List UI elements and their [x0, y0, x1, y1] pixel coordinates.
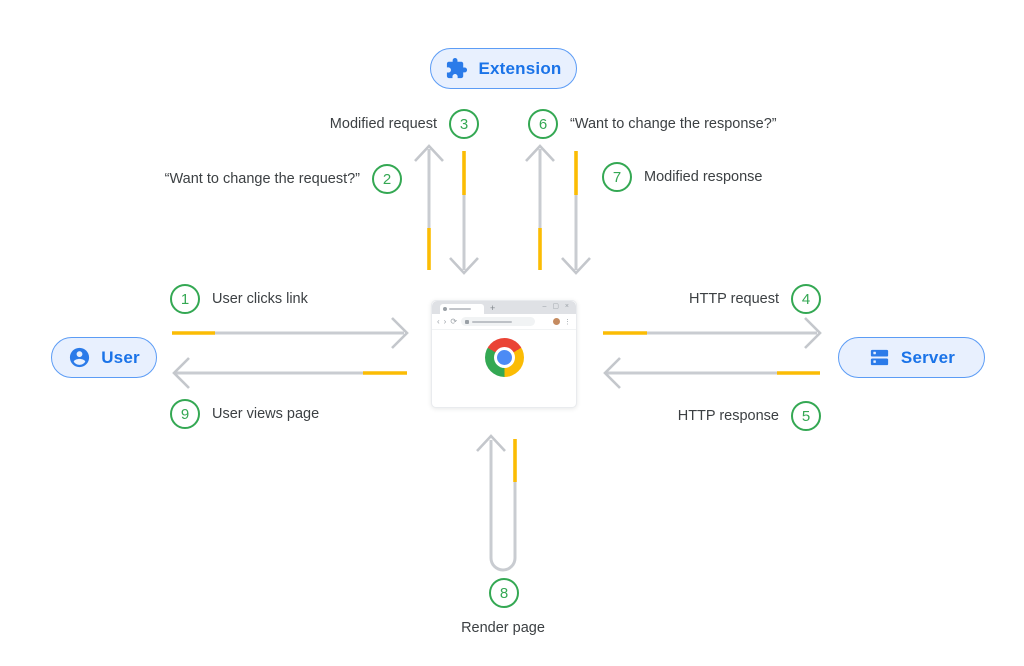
chrome-logo: [485, 338, 524, 377]
person-circle-icon: [70, 347, 90, 368]
tab-favicon: [443, 307, 447, 311]
browser-tab: [440, 304, 484, 314]
step-number-badge: 2: [372, 164, 402, 194]
chrome-browser-window: + – ▢ × ‹ › ⟳ ⋮: [431, 300, 577, 408]
step-label: Modified response: [644, 169, 763, 185]
user-pill: User: [51, 337, 157, 378]
arrow-render-page-uturn: [476, 434, 517, 572]
extension-pill-label: Extension: [478, 58, 562, 78]
step-want-change-response: 6 “Want to change the response?”: [528, 109, 777, 139]
lock-icon: [465, 319, 470, 324]
step-number-badge: 5: [791, 401, 821, 431]
tab-title-placeholder: [449, 308, 471, 310]
window-controls-icons: – ▢ ×: [542, 303, 571, 310]
step-render-page-badge: 8: [489, 578, 519, 608]
server-pill-label: Server: [900, 347, 956, 367]
step-http-request: HTTP request 4: [689, 284, 821, 314]
step-label: HTTP response: [677, 408, 779, 424]
step-label: “Want to change the request?”: [164, 171, 360, 187]
arrow-response-to-extension: [525, 144, 555, 270]
step-label: HTTP request: [689, 291, 779, 307]
step-number-badge: 7: [602, 162, 632, 192]
forward-icon: ›: [443, 317, 447, 326]
overflow-menu-icon: ⋮: [564, 318, 571, 326]
step-modified-response: 7 Modified response: [602, 162, 763, 192]
step-label: “Want to change the response?”: [570, 116, 777, 132]
url-text-placeholder: [472, 320, 513, 323]
arrow-browser-to-server: [603, 317, 822, 349]
refresh-icon: ⟳: [450, 317, 458, 326]
browser-address-bar: ‹ › ⟳ ⋮: [432, 314, 576, 330]
step-user-clicks-link: 1 User clicks link: [170, 284, 308, 314]
step-http-response: HTTP response 5: [678, 401, 821, 431]
step-render-page-label: Render page: [461, 620, 545, 636]
user-pill-label: User: [101, 347, 140, 367]
server-pill: Server: [838, 337, 985, 378]
step-modified-request: Modified request 3: [330, 109, 479, 139]
puzzle-icon: [447, 57, 468, 79]
step-number-badge: 6: [528, 109, 558, 139]
arrow-request-to-extension: [414, 144, 444, 270]
extension-pill: Extension: [430, 48, 577, 89]
step-number-badge: 1: [170, 284, 200, 314]
arrow-modified-request-to-browser: [449, 151, 479, 275]
step-number-badge: 8: [489, 578, 519, 608]
step-number-badge: 4: [791, 284, 821, 314]
step-user-views-page: 9 User views page: [170, 399, 319, 429]
back-icon: ‹: [437, 317, 440, 326]
step-label: User views page: [212, 406, 320, 422]
profile-avatar: [553, 318, 560, 325]
step-label: User clicks link: [212, 291, 308, 307]
arrow-user-to-browser: [172, 317, 409, 349]
new-tab-icon: +: [490, 303, 496, 313]
step-number-badge: 3: [449, 109, 479, 139]
url-field: [461, 317, 536, 326]
step-number-badge: 9: [170, 399, 200, 429]
arrow-browser-to-user: [172, 357, 407, 389]
step-want-change-request: “Want to change the request?” 2: [165, 164, 402, 194]
arrow-server-to-browser: [603, 357, 820, 389]
server-icon: [870, 349, 889, 366]
browser-tab-strip: + – ▢ ×: [432, 301, 576, 314]
step-label: Modified request: [329, 116, 437, 132]
chrome-logo-center: [497, 350, 512, 365]
arrow-modified-response-to-browser: [561, 151, 591, 275]
